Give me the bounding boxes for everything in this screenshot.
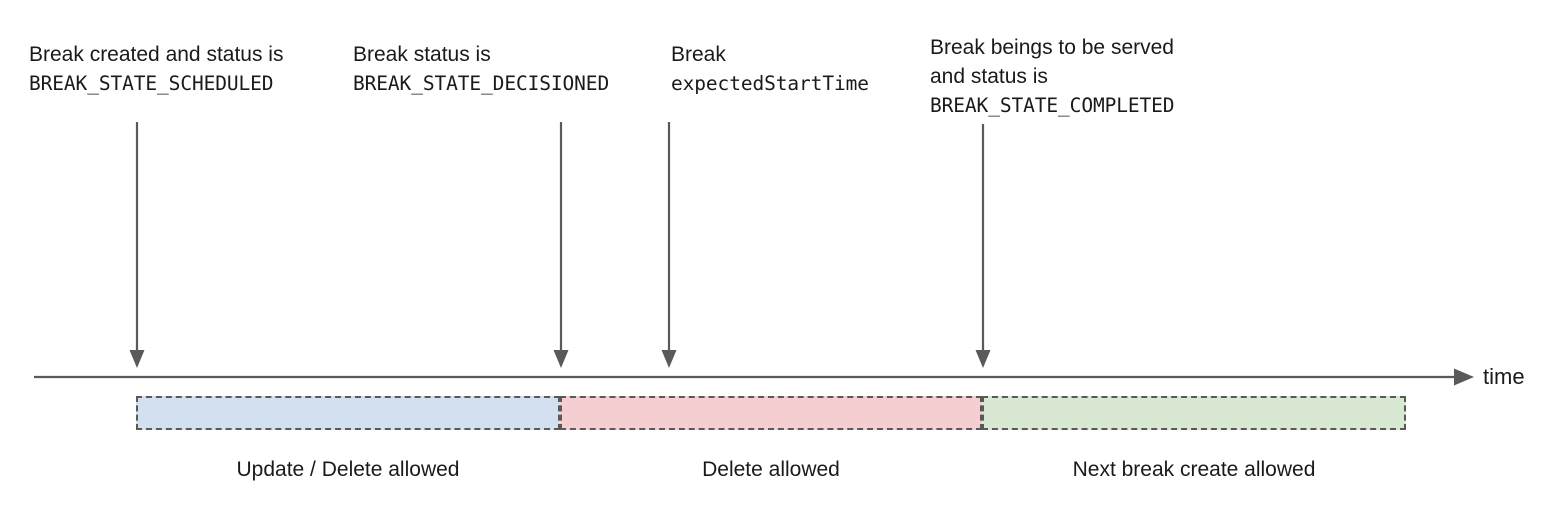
phase-caption-delete-allowed: Delete allowed	[702, 458, 840, 481]
phase-caption-update-delete-allowed: Update / Delete allowed	[236, 458, 460, 481]
annotation-line-statecode: BREAK_STATE_DECISIONED	[353, 72, 610, 95]
pointer-arrow-expected-start-time-icon	[658, 122, 680, 370]
annotation-line-text: Break status is	[353, 43, 491, 66]
annotation-line-statecode: BREAK_STATE_SCHEDULED	[29, 72, 274, 95]
pointer-arrow-decisioned-icon	[550, 122, 572, 370]
annotation-line-text: and status is	[930, 65, 1048, 88]
phase-caption-next-break-create-allowed: Next break create allowed	[1072, 458, 1316, 481]
annotation-break-decisioned: Break status is BREAK_STATE_DECISIONED	[353, 40, 609, 98]
phase-bar-update-delete-allowed	[136, 396, 560, 430]
pointer-arrow-completed-icon	[972, 124, 994, 370]
annotation-line-text: Break	[671, 43, 726, 66]
annotation-break-served-completed: Break beings to be served and status is …	[930, 33, 1175, 120]
phase-bar-next-break-create-allowed	[982, 396, 1406, 430]
annotation-break-expected-start-time: Break expectedStartTime	[671, 40, 869, 98]
annotation-break-created-scheduled: Break created and status is BREAK_STATE_…	[29, 40, 283, 98]
pointer-arrow-scheduled-icon	[126, 122, 148, 370]
phase-bar-delete-allowed	[560, 396, 982, 430]
annotation-line-fieldname: expectedStartTime	[671, 72, 869, 95]
annotation-line-text: Break beings to be served	[930, 36, 1174, 59]
annotation-line-text: Break created and status is	[29, 43, 284, 66]
annotation-line-statecode: BREAK_STATE_COMPLETED	[930, 94, 1175, 117]
timeline-axis-icon	[30, 362, 1480, 394]
axis-label-time: time	[1483, 364, 1525, 389]
